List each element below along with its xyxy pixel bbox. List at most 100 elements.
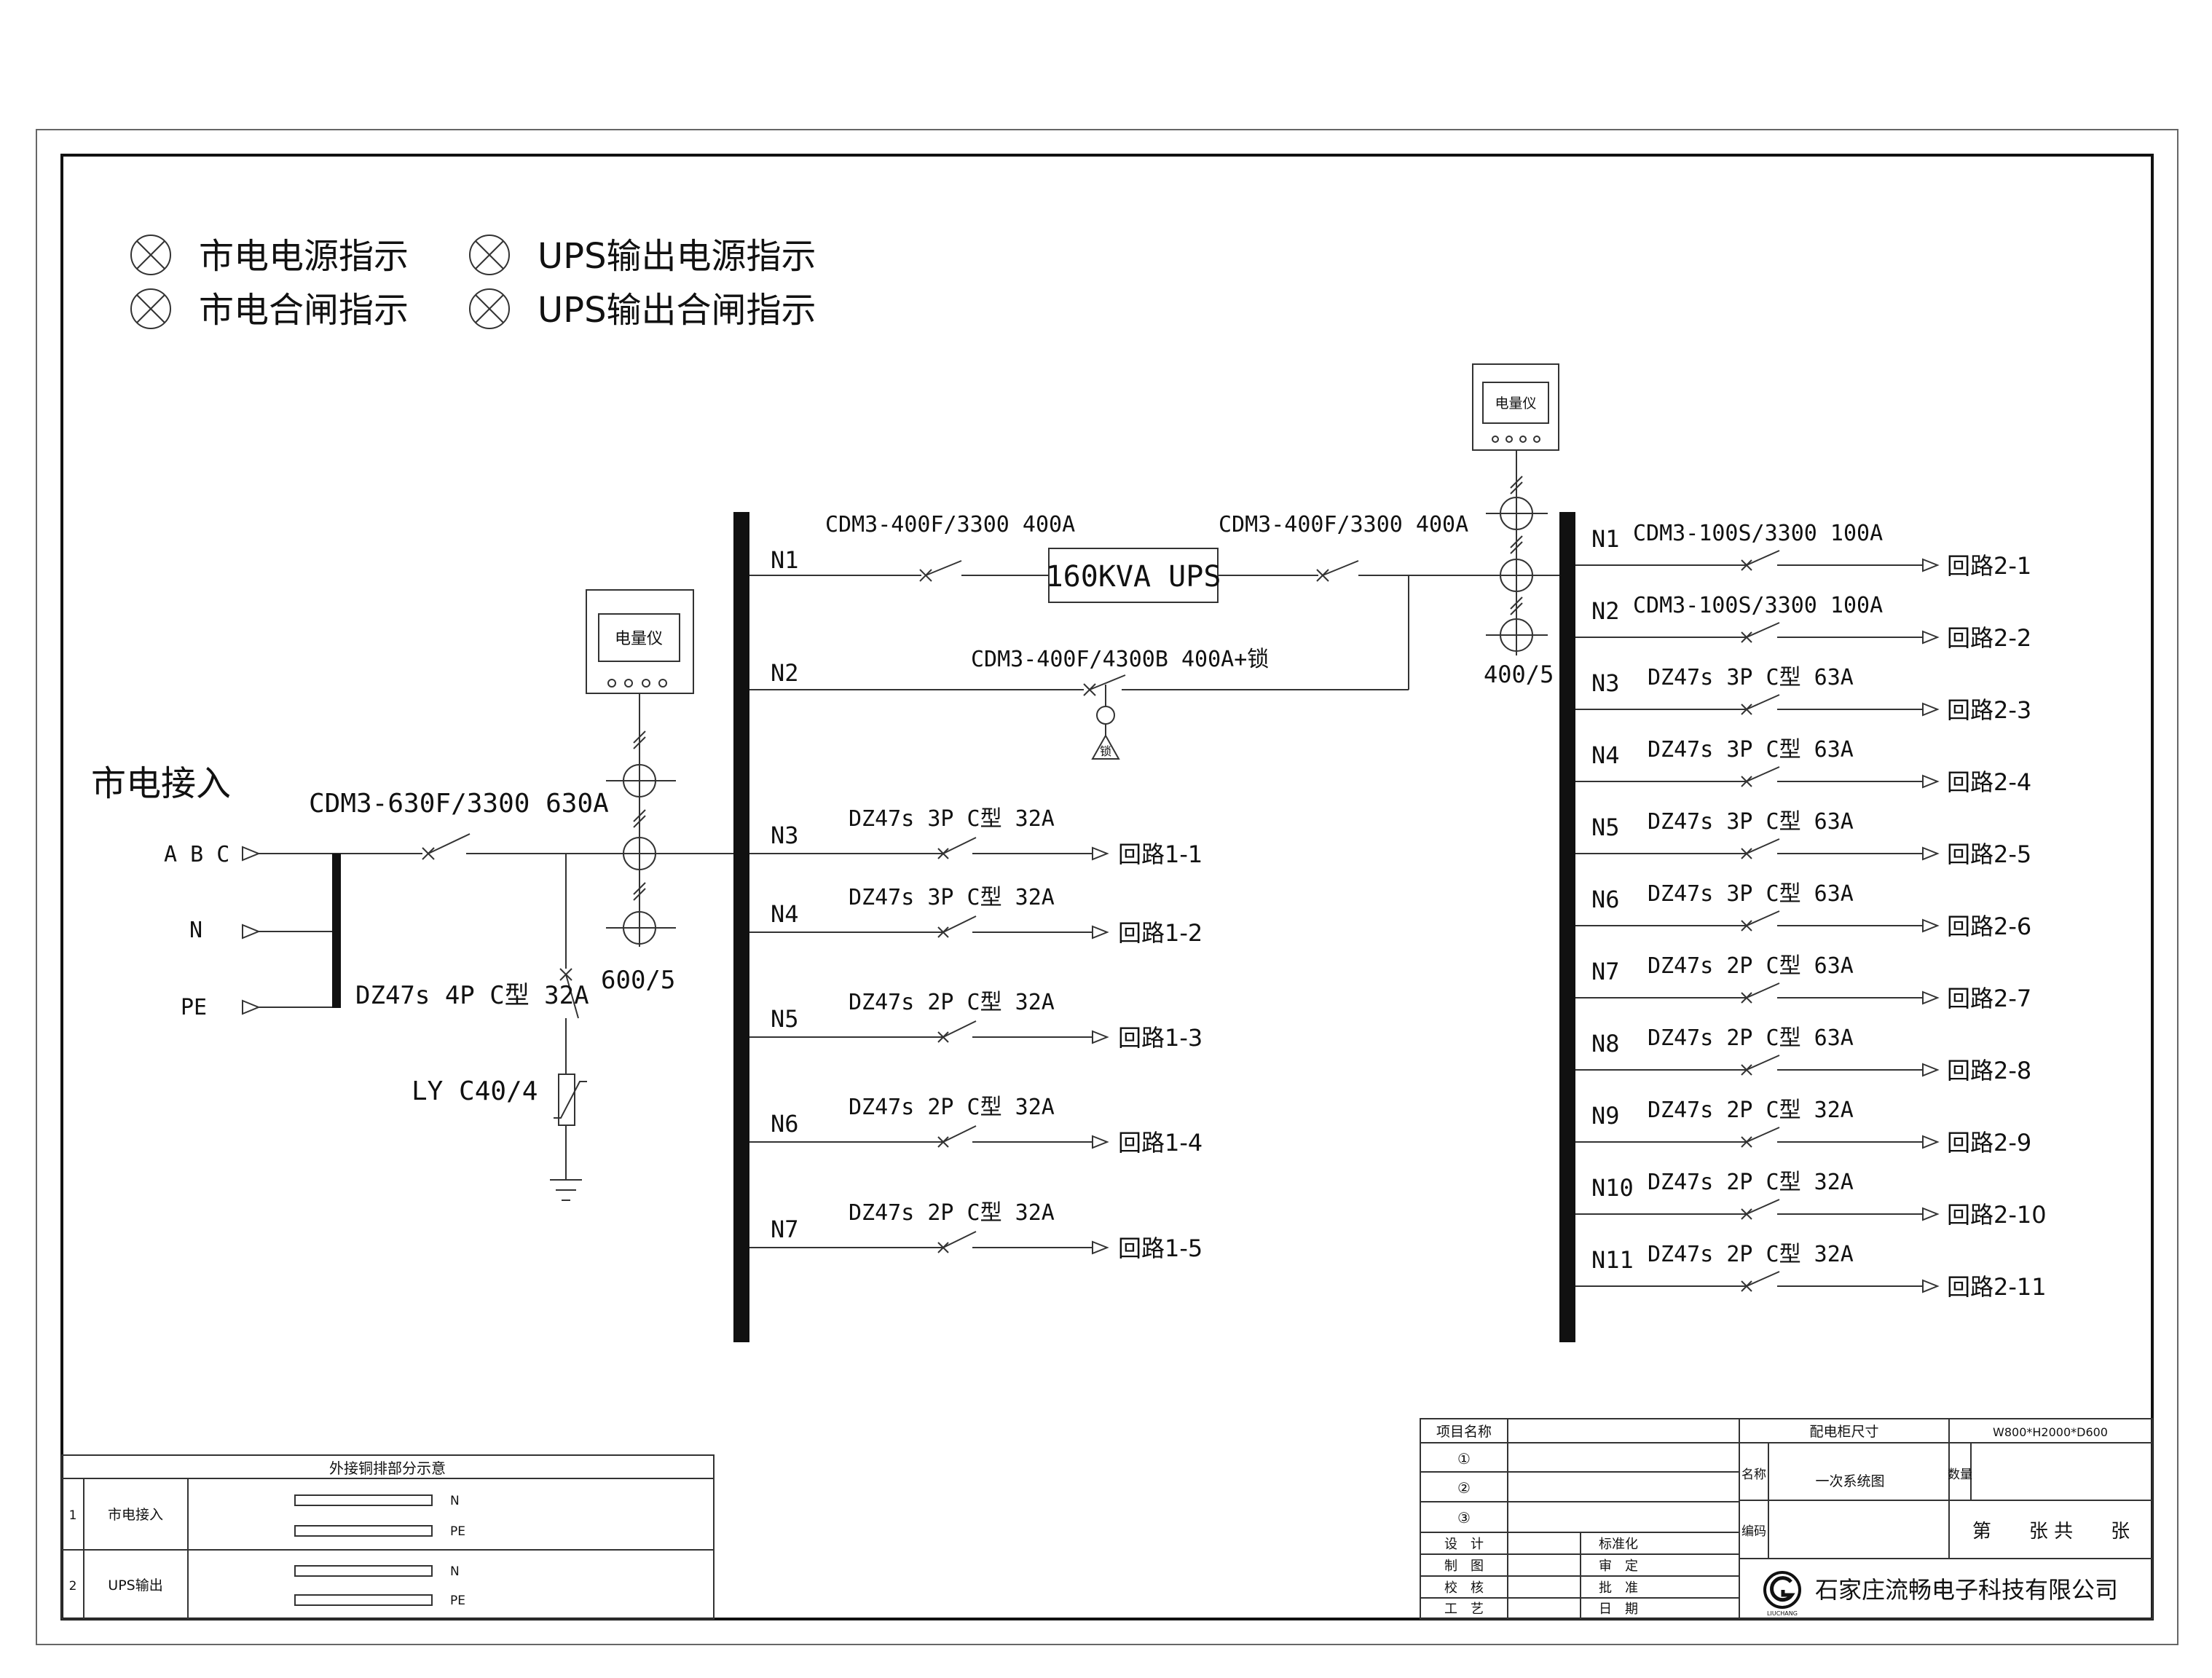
- circuit-breaker-label: DZ47s 3P C型 63A: [1648, 737, 1854, 763]
- circuit-breaker-label: DZ47s 3P C型 32A: [849, 806, 1055, 832]
- circuit-number: N3: [771, 822, 799, 849]
- copper-bar-icon: [294, 1594, 433, 1606]
- lock-indicator-icon: [1096, 706, 1115, 725]
- circuit-breaker-label: DZ47s 3P C型 63A: [1648, 809, 1854, 835]
- phase-n-label: N: [189, 918, 202, 943]
- indicator-lamp-icon: [130, 288, 171, 329]
- draw-label: 制 图: [1444, 1559, 1484, 1574]
- revision-3: ③: [1457, 1509, 1471, 1527]
- arrow-icon: [1092, 1030, 1109, 1044]
- circuit-output-label: 回路1-5: [1118, 1234, 1203, 1262]
- arrow-icon: [1922, 1279, 1940, 1293]
- drawing-name-label: 名称: [1741, 1468, 1766, 1482]
- main-breaker-label: CDM3-630F/3300 630A: [309, 789, 609, 819]
- bus2-meter-label: 电量仪: [1495, 395, 1536, 411]
- lock-icon: [1091, 733, 1120, 760]
- arrow-icon: [1092, 846, 1109, 861]
- circuit-breaker-label: DZ47s 2P C型 32A: [1648, 1098, 1854, 1123]
- company-name: 石家庄流畅电子科技有限公司: [1815, 1576, 2118, 1604]
- circuit-output-label: 回路2-6: [1947, 913, 2031, 940]
- arrow-icon: [1092, 1135, 1109, 1149]
- circuit-number: N4: [771, 900, 799, 928]
- circuit-number: N1: [1591, 525, 1620, 553]
- copper-table: 外接铜排部分示意 1 市电接入 N PE 2 UPS输出 N PE: [61, 1454, 715, 1620]
- logo-text: LIUCHANG: [1767, 1610, 1798, 1617]
- bar-label: N: [450, 1494, 460, 1508]
- incoming-section: 市电接入 A B C N PE CDM3-630F/3300 630A DZ47…: [91, 589, 739, 1201]
- process-label: 工 艺: [1444, 1602, 1484, 1617]
- arrow-icon: [1922, 630, 1940, 645]
- cabinet-size-label: 配电柜尺寸: [1809, 1424, 1878, 1440]
- circuit-output-label: 回路2-5: [1947, 840, 2031, 868]
- arrow-icon: [1922, 774, 1940, 789]
- terminal-arrow-icon: [242, 999, 261, 1015]
- legend-label: UPS输出电源指示: [538, 236, 816, 277]
- circuit-number: N9: [1591, 1102, 1620, 1130]
- arrow-icon: [1922, 990, 1940, 1005]
- revision-1: ①: [1457, 1450, 1471, 1468]
- circuit-breaker-label: DZ47s 2P C型 32A: [1648, 1242, 1854, 1267]
- bar-label: PE: [450, 1524, 465, 1539]
- circuit-breaker-label: DZ47s 2P C型 32A: [849, 1095, 1055, 1120]
- circuit-number: N7: [1591, 958, 1620, 985]
- arrow-icon: [1922, 918, 1940, 933]
- legend-label: UPS输出合闸指示: [538, 290, 816, 331]
- company-logo-icon: [1763, 1571, 1801, 1609]
- busbar-1: [733, 512, 749, 1342]
- arrow-icon: [1922, 1063, 1940, 1077]
- circuit-output-label: 回路2-8: [1947, 1057, 2031, 1084]
- row-number: 1: [69, 1508, 77, 1523]
- revision-2: ②: [1457, 1479, 1471, 1497]
- lock-label: 锁: [1100, 744, 1111, 758]
- bus2-ct-label: 400/5: [1484, 661, 1554, 688]
- arrow-icon: [1922, 1135, 1940, 1149]
- bar-label: N: [450, 1564, 460, 1579]
- review-label: 审 定: [1599, 1559, 1638, 1574]
- circuit-number: N5: [771, 1005, 799, 1033]
- check-label: 校 核: [1444, 1580, 1484, 1596]
- main-breaker-symbol: [422, 833, 471, 860]
- circuit-number: N10: [1591, 1174, 1634, 1202]
- n2-label: N2: [771, 659, 799, 687]
- circuit-number: N11: [1591, 1246, 1634, 1274]
- circuit-output-label: 回路1-4: [1118, 1129, 1203, 1157]
- bar-label: PE: [450, 1594, 465, 1608]
- circuit-breaker-label: DZ47s 2P C型 63A: [1648, 953, 1854, 979]
- circuit-output-label: 回路2-1: [1947, 552, 2031, 580]
- bus2-metering: 400/5 电量仪: [1472, 363, 1559, 688]
- row-number: 2: [69, 1579, 77, 1594]
- outer-frame: [36, 129, 2178, 1645]
- copper-bar-icon: [294, 1494, 433, 1506]
- arrow-icon: [1922, 558, 1940, 572]
- approve-label: 批 准: [1599, 1580, 1638, 1596]
- standard-label: 标准化: [1599, 1537, 1638, 1552]
- circuit-output-label: 回路1-3: [1118, 1024, 1203, 1052]
- spd-breaker-label: DZ47s 4P C型 32A: [355, 981, 589, 1010]
- circuit-number: N6: [771, 1110, 799, 1138]
- circuit-breaker-label: DZ47s 3P C型 32A: [849, 885, 1055, 910]
- legend-label: 市电合闸指示: [199, 290, 409, 331]
- sheet-count: 第 张 共 张: [1972, 1521, 2130, 1543]
- incoming-meter: [586, 589, 694, 694]
- bus1-n2-bypass: N2 CDM3-400F/4300B 400A+锁 锁: [749, 575, 1409, 760]
- legend-label: 市电电源指示: [199, 236, 409, 277]
- date-label: 日 期: [1599, 1602, 1638, 1617]
- n1-label: N1: [771, 546, 799, 574]
- circuit-breaker-label: DZ47s 2P C型 32A: [849, 1200, 1055, 1226]
- incoming-title: 市电接入: [91, 763, 231, 804]
- arrow-icon: [1092, 925, 1109, 940]
